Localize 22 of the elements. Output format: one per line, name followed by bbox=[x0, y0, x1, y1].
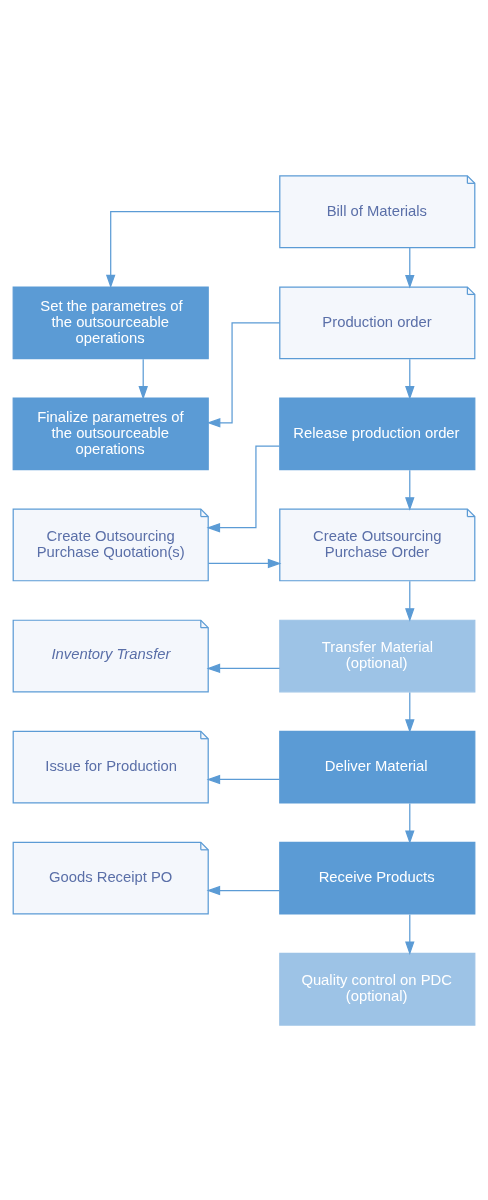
arrow bbox=[405, 802, 415, 844]
node-box: Deliver Material bbox=[279, 730, 476, 804]
arrow bbox=[206, 445, 280, 532]
node-box: Quality control on PDC (optional) bbox=[279, 952, 476, 1026]
arrow bbox=[405, 247, 415, 289]
node-box: Transfer Material (optional) bbox=[279, 619, 476, 692]
node-box: Release production order bbox=[279, 396, 476, 470]
arrow bbox=[405, 691, 415, 733]
arrow bbox=[405, 580, 415, 622]
arrow bbox=[206, 663, 281, 673]
arrow bbox=[405, 358, 415, 400]
arrow bbox=[207, 558, 282, 568]
node-box: Finalize parametres of the outsourceable operations bbox=[12, 396, 209, 470]
node-box: Receive Products bbox=[279, 841, 476, 915]
arrow bbox=[138, 358, 148, 400]
arrow bbox=[105, 210, 281, 288]
arrow bbox=[206, 774, 281, 784]
arrow bbox=[405, 913, 415, 955]
arrow bbox=[206, 885, 281, 895]
arrow bbox=[206, 321, 281, 428]
node-box: Set the parametres of the outsourceable operations bbox=[12, 285, 209, 359]
arrow bbox=[405, 469, 415, 511]
